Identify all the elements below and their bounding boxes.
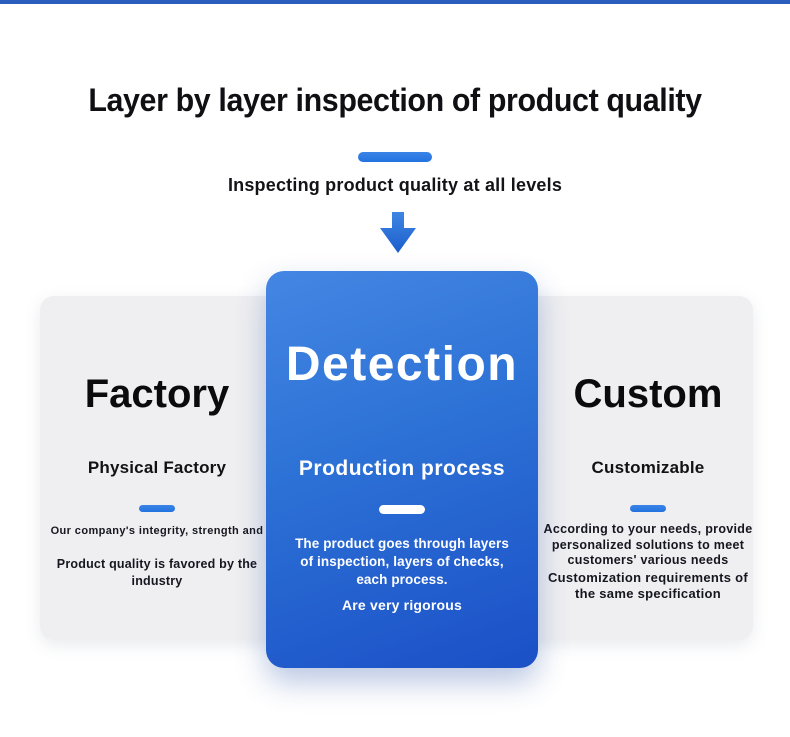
title-divider <box>358 152 432 162</box>
card-detection-title: Detection <box>285 338 519 391</box>
card-detection-text-1: The product goes through layers of inspe… <box>295 536 509 588</box>
card-detection-text-2: Are very rigorous <box>341 597 463 613</box>
page-subtitle: Inspecting product quality at all levels <box>227 175 563 195</box>
card-custom: Custom Customizable According to your ne… <box>503 296 753 640</box>
card-factory-content: Factory Physical Factory Our company's i… <box>40 296 274 640</box>
card-custom-text-2: Customization requirements of the same s… <box>547 570 749 602</box>
card-custom-divider <box>630 505 666 512</box>
card-custom-content: Custom Customizable According to your ne… <box>543 296 753 640</box>
card-factory-subtitle: Physical Factory <box>87 458 227 477</box>
card-factory-divider <box>139 505 175 512</box>
page-title: Layer by layer inspection of product qua… <box>88 82 702 118</box>
card-custom-subtitle: Customizable <box>591 458 705 477</box>
top-accent-bar <box>0 0 790 4</box>
card-factory-title: Factory <box>84 372 230 416</box>
card-detection-divider <box>379 505 425 514</box>
card-detection-subtitle: Production process <box>298 457 506 480</box>
card-custom-text-1: According to your needs, provide persona… <box>543 522 753 568</box>
card-detection: Detection Production process The product… <box>266 271 538 668</box>
card-factory: Factory Physical Factory Our company's i… <box>40 296 290 640</box>
card-factory-text-2: Product quality is favored by the indust… <box>56 557 258 588</box>
card-detection-content: Detection Production process The product… <box>266 271 538 668</box>
card-custom-title: Custom <box>573 372 723 416</box>
down-arrow-icon <box>380 212 416 253</box>
card-factory-text-1: Our company's integrity, strength and <box>50 525 264 537</box>
